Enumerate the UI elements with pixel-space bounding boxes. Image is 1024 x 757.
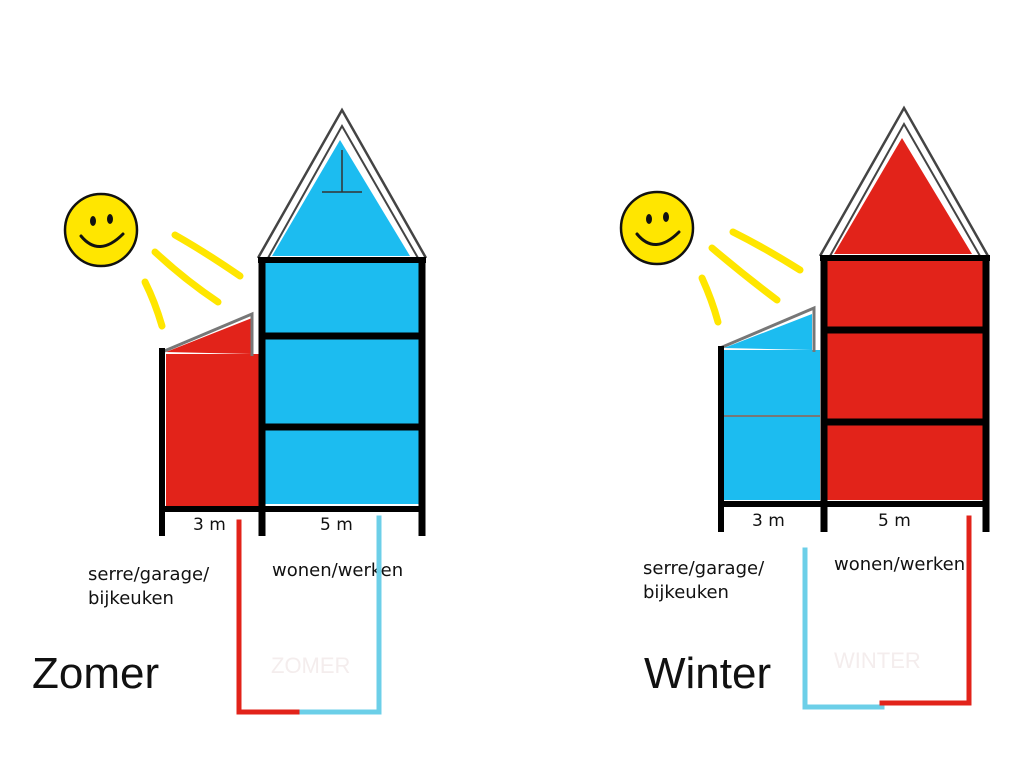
sun-ray-icon [698,228,804,326]
smiley-sun-icon [63,192,139,268]
wonen-width-label: 5 m [878,511,911,531]
serre-fill [724,350,820,500]
serre-label-line1: serre/garage/ [88,564,210,585]
wonen-label: wonen/werken [834,554,965,575]
serre-roof-fill [166,318,252,354]
attic-fill [834,138,972,254]
serre-label-line1: serre/garage/ [643,558,765,579]
wonen-label: wonen/werken [272,560,403,581]
wonen-width-label: 5 m [320,515,353,535]
serre-roof-fill [724,314,812,350]
heat-pipe-loop [802,515,972,710]
heat-pipe-loop [236,515,382,715]
season-watermark: WINTER [834,648,921,673]
sun-ray-icon [141,231,244,330]
panel-winter: 3 m 5 m serre/garage/ bijkeuken wonen/we… [619,105,990,710]
serre-label-line2: bijkeuken [88,588,174,609]
serre-label-line2: bijkeuken [643,582,729,603]
wonen-fill [264,260,422,504]
season-watermark: ZOMER [271,653,350,678]
serre-fill [166,354,260,506]
serre-roof-outline [719,305,816,352]
serre-roof-outline [161,311,254,356]
smiley-sun-icon [619,190,695,266]
panel-zomer: 3 m 5 m serre/garage/ bijkeuken wonen/we… [32,107,428,715]
attic-fill [272,140,410,256]
wonen-fill [826,258,984,500]
season-title: Zomer [32,649,159,698]
serre-width-label: 3 m [752,511,785,531]
season-title: Winter [644,649,771,698]
serre-width-label: 3 m [193,515,226,535]
